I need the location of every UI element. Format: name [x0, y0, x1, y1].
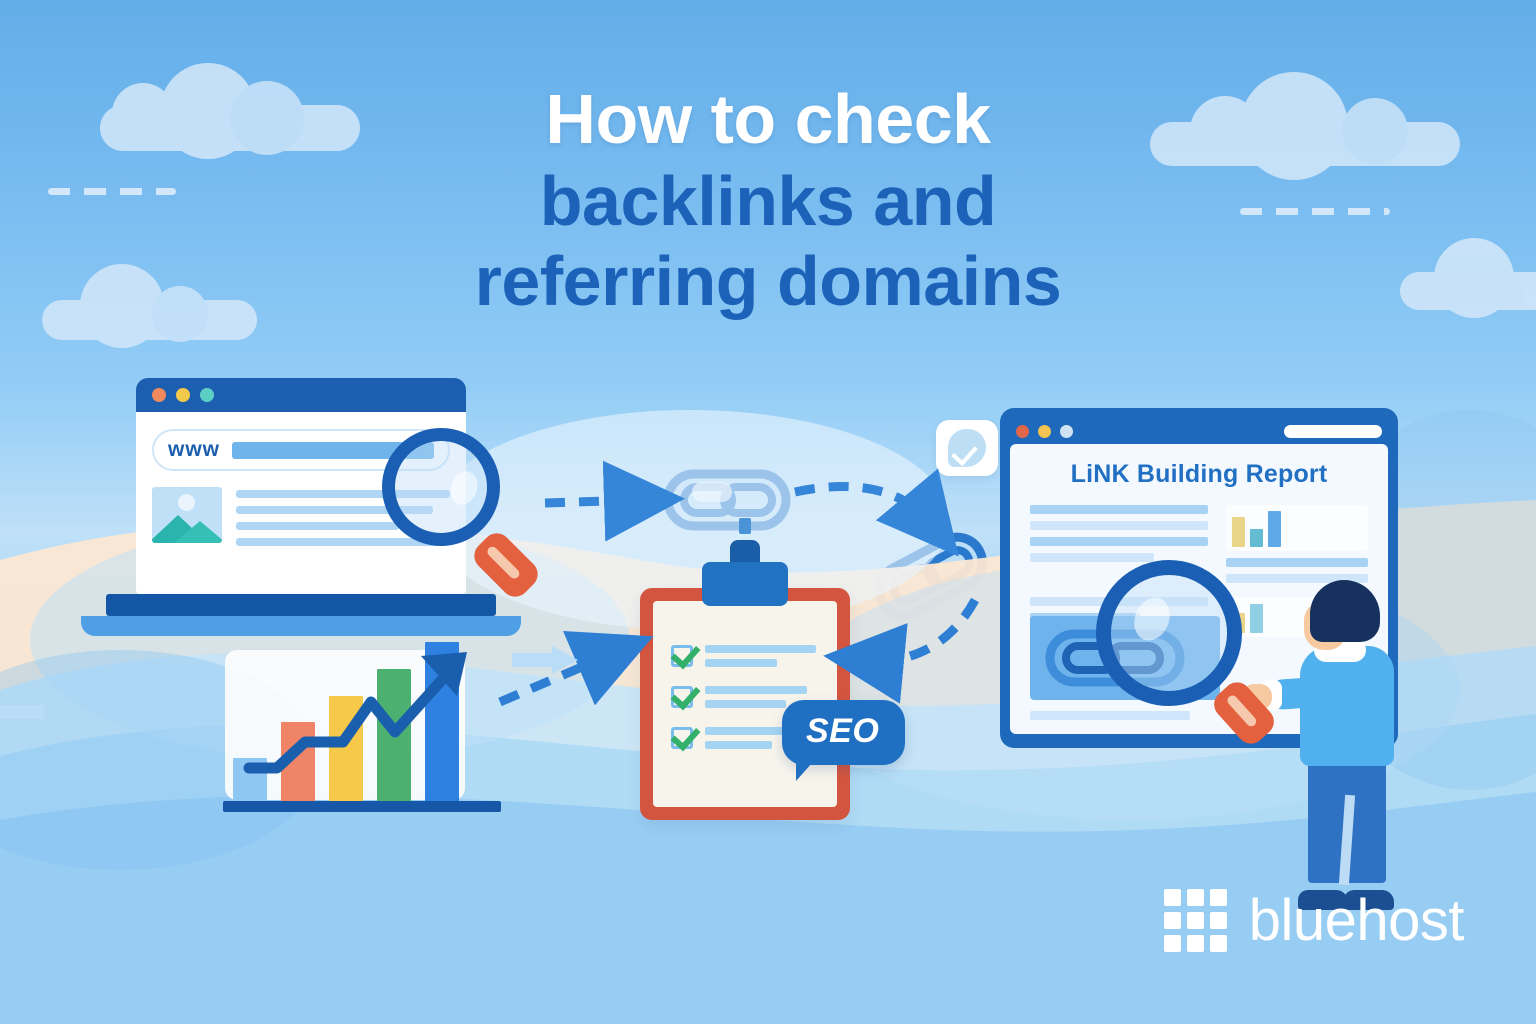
bluehost-logo: bluehost [1163, 887, 1465, 953]
cloud-small-bottom-left [168, 848, 252, 880]
bluehost-wordmark: bluehost [1248, 887, 1465, 953]
title-line-2: backlinks and [539, 162, 997, 241]
report-magnifier-icon [1096, 560, 1280, 750]
thumbnail-mountain-b [174, 521, 222, 543]
checkmark-icon[interactable] [671, 727, 693, 749]
maximize-dot-icon[interactable] [1060, 424, 1073, 438]
report-line [1030, 521, 1208, 530]
cloud-top-left [100, 63, 360, 159]
url-text: www [168, 438, 221, 461]
cloud-bottom-right [1400, 238, 1536, 318]
report-address-pill[interactable] [1284, 424, 1382, 438]
trend-arrow-icon [243, 652, 467, 774]
bluehost-grid-icon [1163, 889, 1227, 952]
mini-bar [1267, 510, 1281, 547]
title-line-1: How to check [545, 80, 991, 158]
thumbnail-sun [178, 494, 195, 511]
report-mini-bar-chart [1225, 505, 1368, 551]
image-thumbnail-icon [152, 487, 222, 543]
laptop-base [106, 594, 496, 616]
close-dot-icon[interactable] [152, 388, 166, 402]
chain-link-top-icon [662, 468, 792, 537]
minimize-dot-icon[interactable] [1038, 424, 1051, 438]
maximize-dot-icon[interactable] [200, 388, 214, 402]
page-title: How to check backlinks and referring dom… [0, 82, 1536, 319]
verified-check-badge-icon [936, 420, 998, 476]
report-titlebar [1010, 418, 1388, 444]
report-line [1030, 537, 1208, 546]
seo-checklist-clipboard[interactable]: SEO [640, 518, 906, 820]
url-bar[interactable]: www [152, 429, 450, 471]
arrow-link-to-report [794, 468, 959, 557]
cloud-mid-left [42, 264, 257, 348]
report-line [1225, 558, 1368, 567]
title-line-3: referring domains [474, 242, 1062, 321]
clipboard-clamp [702, 562, 788, 606]
seo-badge: SEO [782, 700, 906, 781]
mini-bar [1231, 517, 1245, 547]
report-title: LiNK Building Report [1070, 460, 1328, 488]
report-chart-column [1225, 505, 1368, 583]
checklist-text [705, 645, 821, 667]
arrow-decor-light-head [552, 646, 578, 674]
cloud-top-right [1150, 72, 1460, 180]
chart-axis [223, 801, 501, 812]
magnifier-handle [468, 527, 544, 603]
chain-link-right-icon [864, 522, 1000, 636]
cloud-dash-accent-left [48, 188, 176, 195]
clipboard-nub [739, 518, 751, 534]
url-fill-bar [232, 441, 434, 459]
cloud-dash-accent-right [1240, 208, 1390, 215]
person-hair [1310, 580, 1380, 642]
arrow-chart-to-clipboard [498, 630, 654, 707]
arrow-site-to-link [544, 460, 685, 542]
mini-bar [1249, 528, 1263, 547]
search-magnifier-icon [382, 428, 544, 603]
report-line [1030, 711, 1190, 720]
text-line [236, 522, 399, 530]
report-line [1030, 505, 1208, 514]
laptop-foot [81, 616, 521, 636]
growth-bar-chart [205, 640, 501, 820]
close-dot-icon[interactable] [1016, 424, 1029, 438]
checkmark-icon[interactable] [671, 686, 693, 708]
mini-bar [1249, 603, 1263, 633]
analyst-person [1242, 580, 1412, 910]
checkmark-icon[interactable] [671, 645, 693, 667]
minimize-dot-icon[interactable] [176, 388, 190, 402]
checklist-item[interactable] [671, 645, 821, 667]
browser-titlebar [136, 378, 466, 412]
text-line [236, 490, 450, 498]
